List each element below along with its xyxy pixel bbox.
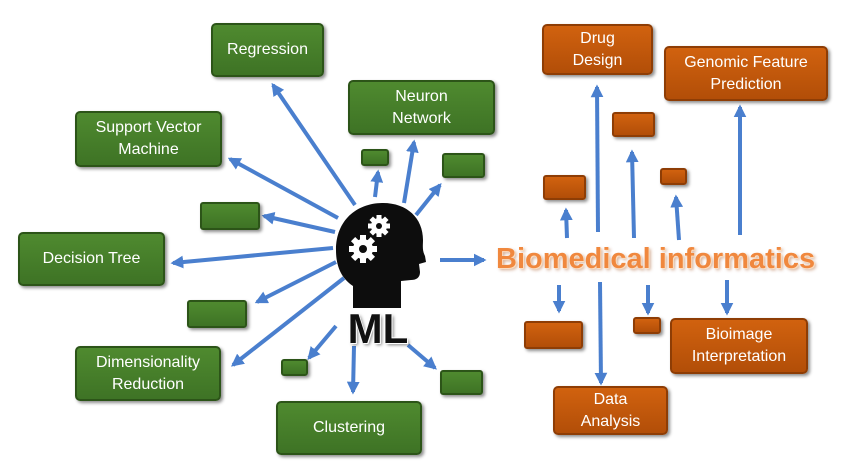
arrow-to-dimensionality: [230, 276, 346, 367]
biomedical-informatics-title: Biomedical informatics: [496, 243, 816, 275]
green-small-box: [200, 202, 260, 230]
drug-design-box: Drug Design: [542, 24, 653, 75]
arrow-to-small-box-2: [414, 183, 442, 217]
dimensionality-reduction-label: Dimensionality Reduction: [95, 353, 201, 393]
green-small-box: [442, 153, 485, 178]
head-with-gears-icon: [336, 203, 426, 308]
clustering-label: Clustering: [312, 419, 386, 436]
arrow-to-small-box-4: [254, 260, 337, 304]
orange-small-box: [660, 168, 687, 185]
orange-small-box: [633, 317, 661, 334]
arrow-to-orange-small-2: [625, 149, 639, 239]
arrow-to-small-box-3: [261, 212, 336, 234]
regression-label: Regression: [227, 41, 308, 58]
arrow-to-small-box-1: [370, 169, 384, 198]
green-small-box: [281, 359, 308, 376]
neuron-network-box: Neuron Network: [348, 80, 495, 135]
genomic-feature-prediction-box: Genomic Feature Prediction: [664, 46, 828, 101]
ml-label: ML: [347, 305, 409, 352]
genomic-feature-prediction-label: Genomic Feature Prediction: [684, 53, 808, 93]
arrow-to-neuron-network: [402, 139, 419, 204]
svm-box: Support Vector Machine: [75, 111, 222, 167]
arrow-to-drug-design: [590, 84, 604, 233]
data-analysis-box: Data Analysis: [553, 386, 668, 435]
clustering-box: Clustering: [276, 401, 422, 455]
arrow-to-decision-tree: [170, 246, 334, 269]
orange-small-box: [524, 321, 583, 349]
orange-small-box: [543, 175, 586, 200]
bioimage-interpretation-box: Bioimage Interpretation: [670, 318, 808, 374]
arrow-to-small-box-6: [406, 343, 437, 370]
neuron-network-label: Neuron Network: [392, 87, 451, 127]
drug-design-label: Drug Design: [572, 29, 623, 69]
arrow-to-regression: [271, 82, 357, 207]
svm-label: Support Vector Machine: [95, 119, 202, 158]
orange-small-box: [612, 112, 655, 137]
arrow-to-small-box-5: [307, 324, 338, 360]
decision-tree-label: Decision Tree: [42, 250, 141, 267]
data-analysis-label: Data Analysis: [580, 390, 641, 430]
arrow-to-data-analysis: [594, 281, 608, 386]
green-small-box: [440, 370, 483, 395]
arrow-to-orange-small-1: [559, 207, 573, 239]
arrow-to-orange-small-3: [670, 194, 684, 241]
regression-box: Regression: [211, 23, 324, 77]
bioimage-interpretation-label: Bioimage Interpretation: [691, 326, 787, 365]
arrow-to-clustering: [346, 345, 360, 395]
dimensionality-reduction-box: Dimensionality Reduction: [75, 346, 221, 401]
green-small-box: [361, 149, 389, 166]
green-small-box: [187, 300, 247, 328]
arrow-to-svm: [227, 157, 339, 220]
decision-tree-box: Decision Tree: [18, 232, 165, 286]
